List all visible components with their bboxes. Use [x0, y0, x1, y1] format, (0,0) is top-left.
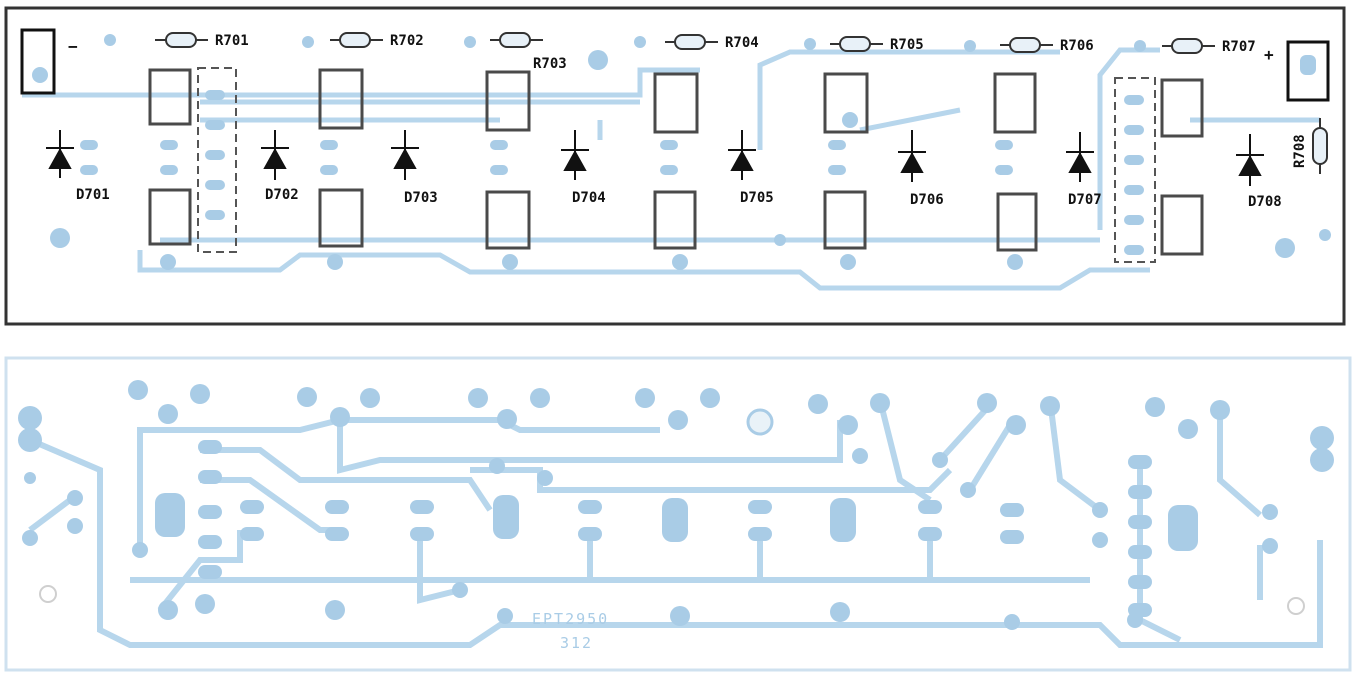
- mounting-holes: [39, 585, 1305, 615]
- resistor-r703: [490, 32, 543, 48]
- label-r705: R705: [890, 37, 924, 53]
- diode-d703-icon: [391, 130, 419, 180]
- label-d702: D702: [265, 187, 299, 203]
- terminal-minus: [20, 28, 56, 95]
- label-d703: D703: [404, 190, 438, 206]
- resistors: [155, 32, 1328, 174]
- top-pads: [32, 34, 1331, 270]
- diode-d705-icon: [728, 130, 756, 180]
- bottom-pad-pairs: [155, 440, 1198, 617]
- label-d708: D708: [1248, 194, 1282, 210]
- label-r703: R703: [533, 56, 567, 72]
- resistor-r702: [330, 32, 383, 48]
- minus-sign: −: [68, 37, 78, 56]
- diode-d704-icon: [561, 130, 589, 180]
- label-d706: D706: [910, 192, 944, 208]
- label-r702: R702: [390, 33, 424, 49]
- resistor-r708: [1312, 118, 1328, 174]
- label-d707: D707: [1068, 192, 1102, 208]
- label-d704: D704: [572, 190, 606, 206]
- resistor-r705: [830, 36, 883, 52]
- label-r704: R704: [725, 35, 759, 51]
- diode-d708-icon: [1236, 134, 1264, 186]
- ic-outline-right: [1114, 77, 1156, 263]
- resistor-r707: [1162, 38, 1215, 54]
- bottom-traces: [28, 399, 1323, 648]
- label-r706: R706: [1060, 38, 1094, 54]
- ic-outline-left: [197, 67, 237, 253]
- bottom-pads: [18, 380, 1334, 630]
- resistor-r701: [155, 32, 208, 48]
- resistor-r704: [665, 34, 718, 50]
- diodes: [46, 130, 1264, 186]
- top-components: [148, 68, 1204, 256]
- diode-d702-icon: [261, 130, 289, 180]
- label-d701: D701: [76, 187, 110, 203]
- label-d705: D705: [740, 190, 774, 206]
- component-side-board: − +: [4, 6, 1346, 326]
- diode-d701-icon: [46, 130, 74, 178]
- diode-d706-icon: [898, 130, 926, 182]
- plus-sign: +: [1264, 45, 1274, 64]
- resistor-r706: [1000, 37, 1053, 53]
- top-pad-pairs: [80, 140, 1013, 175]
- board-sub-code: 312: [560, 634, 593, 652]
- diode-d707-icon: [1066, 132, 1094, 182]
- label-r701: R701: [215, 33, 249, 49]
- board-code: EPT2950: [532, 610, 609, 628]
- label-r707: R707: [1222, 39, 1256, 55]
- copper-side-board: EPT2950 312: [4, 356, 1352, 672]
- terminal-plus: [1286, 40, 1330, 102]
- label-r708: R708: [1292, 134, 1308, 168]
